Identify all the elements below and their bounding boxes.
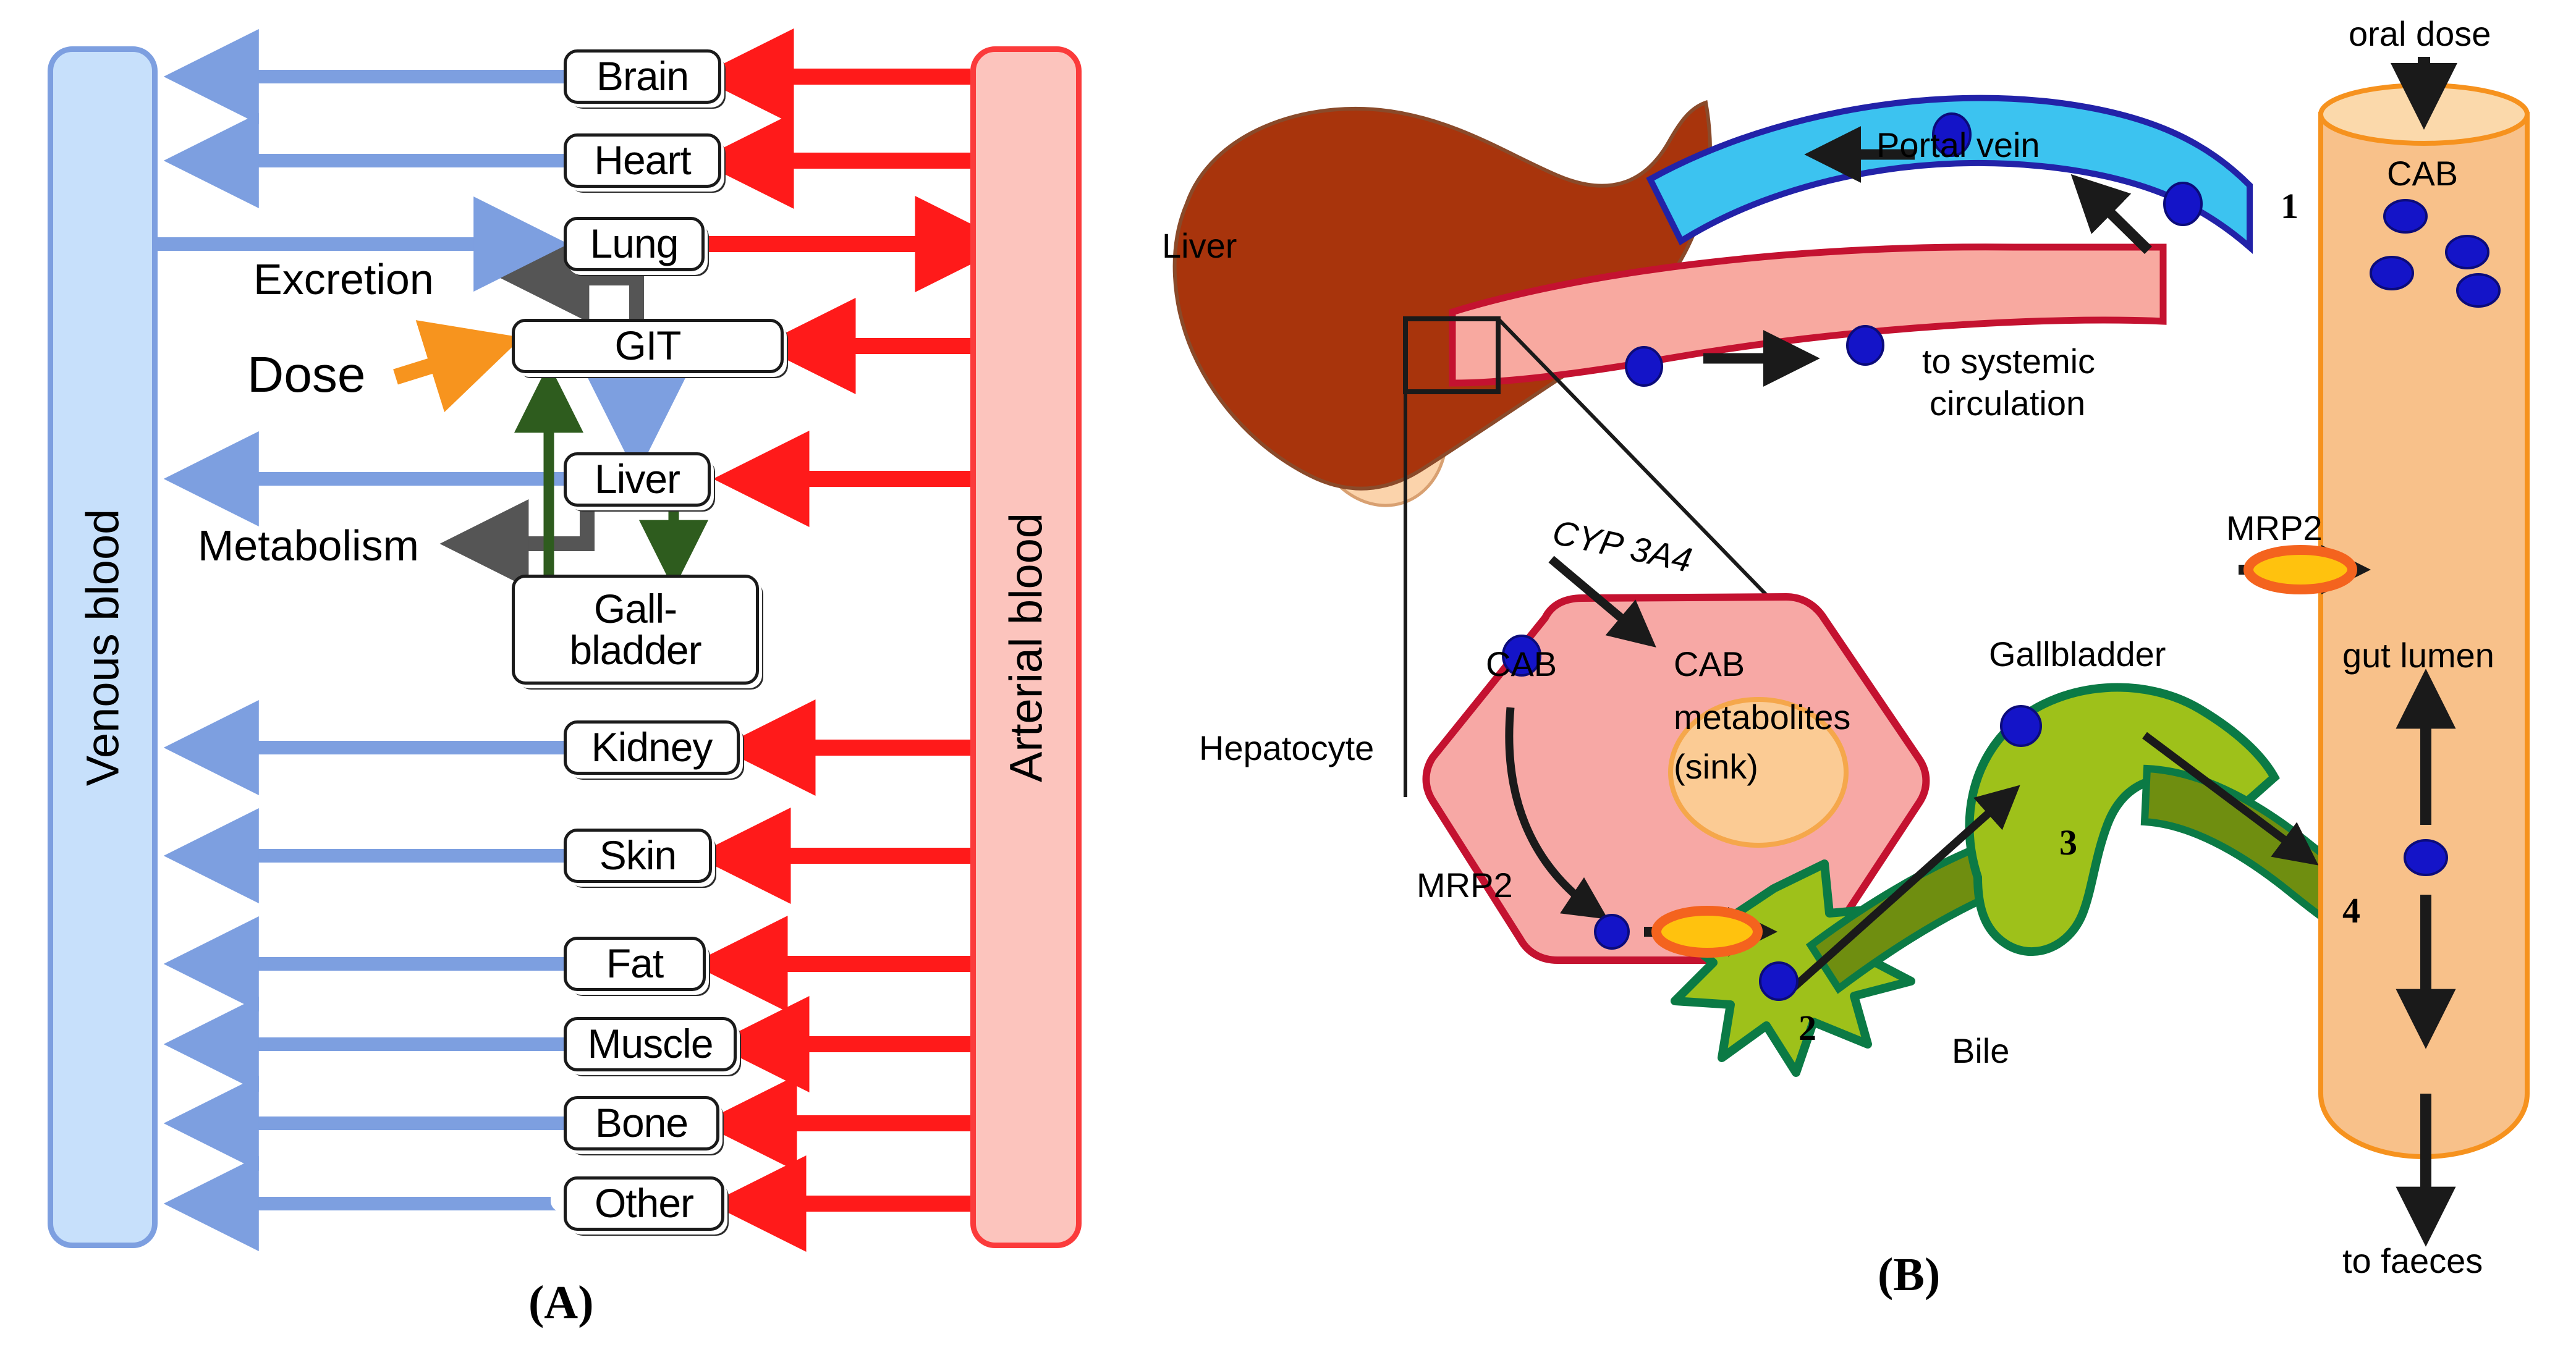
drug-dot-gut-3 bbox=[2445, 235, 2489, 269]
mrp2-gut-label: MRP2 bbox=[2226, 509, 2323, 547]
organ-box-heart[interactable]: Heart bbox=[564, 133, 721, 188]
organ-box-git[interactable]: GIT bbox=[512, 319, 784, 373]
drug-dot-systemic-1 bbox=[1625, 346, 1663, 387]
venous-return-arrows bbox=[163, 29, 566, 1251]
portal-vein-label: Portal vein bbox=[1876, 125, 2040, 164]
drug-dot-hepatocyte-cytosol bbox=[1502, 635, 1541, 677]
bile-label: Bile bbox=[1952, 1031, 2010, 1070]
cab-gut-label: CAB bbox=[2387, 154, 2459, 193]
cab-metabolites-label-2: metabolites bbox=[1674, 698, 1851, 737]
bile-flow-arrow-3 bbox=[1789, 785, 2020, 992]
gallbladder-label: Gallbladder bbox=[1989, 635, 2166, 673]
organ-box-liver[interactable]: Liver bbox=[564, 452, 711, 507]
to-systemic-label: to systemic bbox=[1922, 342, 2096, 381]
arterial-blood-column: Arterial blood bbox=[970, 46, 1082, 1248]
organ-label-gallbladder: Gall- bladder bbox=[569, 585, 701, 673]
organ-box-muscle[interactable]: Muscle bbox=[564, 1017, 737, 1071]
organ-box-skin[interactable]: Skin bbox=[564, 829, 712, 883]
drug-dot-bile-canaliculus bbox=[1759, 961, 1799, 1001]
cab-metabolites-label-3: (sink) bbox=[1674, 747, 1758, 786]
organ-label-fat: Fat bbox=[606, 940, 664, 987]
to-faeces-label: to faeces bbox=[2342, 1241, 2483, 1280]
hepatocyte-label: Hepatocyte bbox=[1199, 728, 1375, 767]
mrp2-hepatocyte-icon bbox=[1651, 906, 1763, 958]
step-number-4: 4 bbox=[2342, 890, 2360, 931]
cab-metabolites-label-1: CAB bbox=[1674, 644, 1745, 683]
organ-box-brain[interactable]: Brain bbox=[564, 49, 721, 104]
portal-vein-shape bbox=[1646, 95, 2253, 255]
circulation-label: circulation bbox=[1930, 384, 2086, 423]
drug-dot-portal-vein-2 bbox=[2163, 182, 2203, 226]
organ-label-other: Other bbox=[594, 1180, 694, 1226]
cyp3a4-arrow bbox=[1548, 555, 1656, 648]
drug-dot-systemic-2 bbox=[1846, 325, 1884, 366]
venous-blood-label: Venous blood bbox=[77, 509, 129, 786]
drug-dot-gallbladder bbox=[2000, 705, 2042, 747]
gut-lumen-label: gut lumen bbox=[2342, 636, 2494, 675]
step-number-1: 1 bbox=[2281, 186, 2298, 226]
dose-label: Dose bbox=[247, 347, 366, 403]
cab-hepatocyte-label: CAB bbox=[1486, 644, 1557, 683]
liver-inset-box bbox=[1403, 316, 1501, 394]
organ-label-heart: Heart bbox=[594, 137, 691, 184]
organ-label-brain: Brain bbox=[596, 53, 689, 99]
organ-label-kidney: Kidney bbox=[591, 724, 713, 770]
panel-b-caption: (B) bbox=[1878, 1249, 1941, 1301]
panel-a-caption: (A) bbox=[528, 1277, 594, 1328]
drug-dot-hepatocyte-apical bbox=[1594, 914, 1630, 950]
arterial-blood-label: Arterial blood bbox=[1000, 512, 1052, 782]
mrp2-hepatocyte-label: MRP2 bbox=[1417, 866, 1513, 905]
systemic-circulation-shape bbox=[1449, 243, 2167, 387]
step-number-2: 2 bbox=[1799, 1008, 1816, 1048]
inset-leader-right bbox=[1496, 317, 1794, 623]
drug-dot-gut-2 bbox=[2370, 256, 2414, 290]
excretion-arrow bbox=[500, 234, 644, 323]
organ-label-liver: Liver bbox=[594, 456, 680, 502]
liver-organ-shape bbox=[1172, 100, 1712, 491]
organ-box-bone[interactable]: Bone bbox=[564, 1096, 719, 1150]
portal-vein-flow-arrow-2 bbox=[2070, 174, 2152, 255]
organ-label-muscle: Muscle bbox=[587, 1021, 713, 1067]
liver-label: Liver bbox=[1162, 226, 1237, 265]
metabolism-label: Metabolism bbox=[198, 521, 419, 570]
organ-label-skin: Skin bbox=[599, 832, 677, 879]
arterial-supply-arrows bbox=[691, 28, 970, 1252]
dose-arrow bbox=[393, 320, 522, 413]
hepatocyte-nucleus bbox=[1668, 697, 1849, 848]
organ-label-git: GIT bbox=[614, 323, 682, 369]
metabolism-arrow bbox=[439, 499, 595, 588]
organ-label-bone: Bone bbox=[595, 1100, 688, 1146]
drug-dot-gut-4 bbox=[2456, 273, 2501, 308]
venous-blood-column: Venous blood bbox=[48, 46, 158, 1248]
drug-dot-portal-vein-1 bbox=[1932, 112, 1972, 157]
organ-label-lung: Lung bbox=[590, 221, 679, 267]
organ-box-kidney[interactable]: Kidney bbox=[564, 720, 740, 775]
bile-flow-arrow-to-gut bbox=[2142, 732, 2319, 866]
step-number-3: 3 bbox=[2059, 822, 2077, 863]
cab-to-mrp2-arrow bbox=[1505, 707, 1608, 919]
drug-dot-gut-1 bbox=[2383, 199, 2428, 234]
oral-dose-label: oral dose bbox=[2349, 14, 2491, 53]
drug-dot-gut-5 bbox=[2404, 839, 2448, 876]
organ-box-lung[interactable]: Lung bbox=[564, 217, 705, 271]
organ-box-other[interactable]: Other bbox=[564, 1176, 724, 1231]
excretion-label: Excretion bbox=[253, 255, 434, 303]
organ-box-gallbladder[interactable]: Gall- bladder bbox=[512, 575, 759, 685]
mrp2-gut-icon bbox=[2243, 545, 2357, 594]
organ-box-fat[interactable]: Fat bbox=[564, 937, 706, 991]
